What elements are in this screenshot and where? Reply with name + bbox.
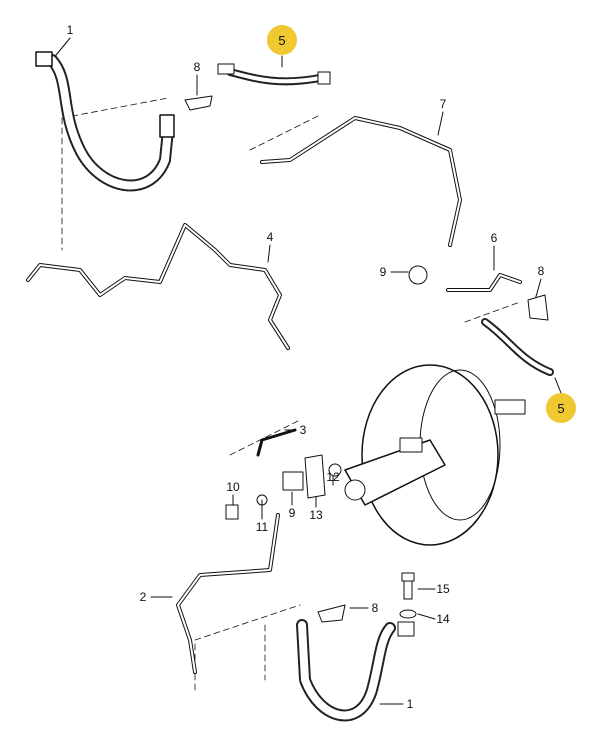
label-part-15: 15 [436, 582, 450, 596]
label-part-4: 4 [266, 230, 274, 244]
label-part-8: 8 [193, 60, 201, 74]
label-part-2: 2 [139, 590, 147, 604]
leader-lines [51, 37, 562, 705]
label-part-8: 8 [537, 264, 545, 278]
highlight-callout-part-5-right[interactable]: 5 [546, 393, 576, 423]
label-part-14: 14 [436, 612, 450, 626]
label-part-9: 9 [288, 506, 296, 520]
label-part-3: 3 [299, 423, 307, 437]
label-part-9: 9 [379, 265, 387, 279]
label-part-1: 1 [66, 23, 74, 37]
label-part-8: 8 [371, 601, 379, 615]
label-part-6: 6 [490, 231, 498, 245]
highlight-callout-part-5-top[interactable]: 5 [267, 25, 297, 55]
label-part-13: 13 [309, 508, 323, 522]
label-part-7: 7 [439, 97, 447, 111]
label-part-12: 12 [326, 470, 340, 484]
label-part-10: 10 [226, 480, 240, 494]
label-part-1: 1 [406, 697, 414, 711]
label-part-11: 11 [255, 520, 269, 534]
